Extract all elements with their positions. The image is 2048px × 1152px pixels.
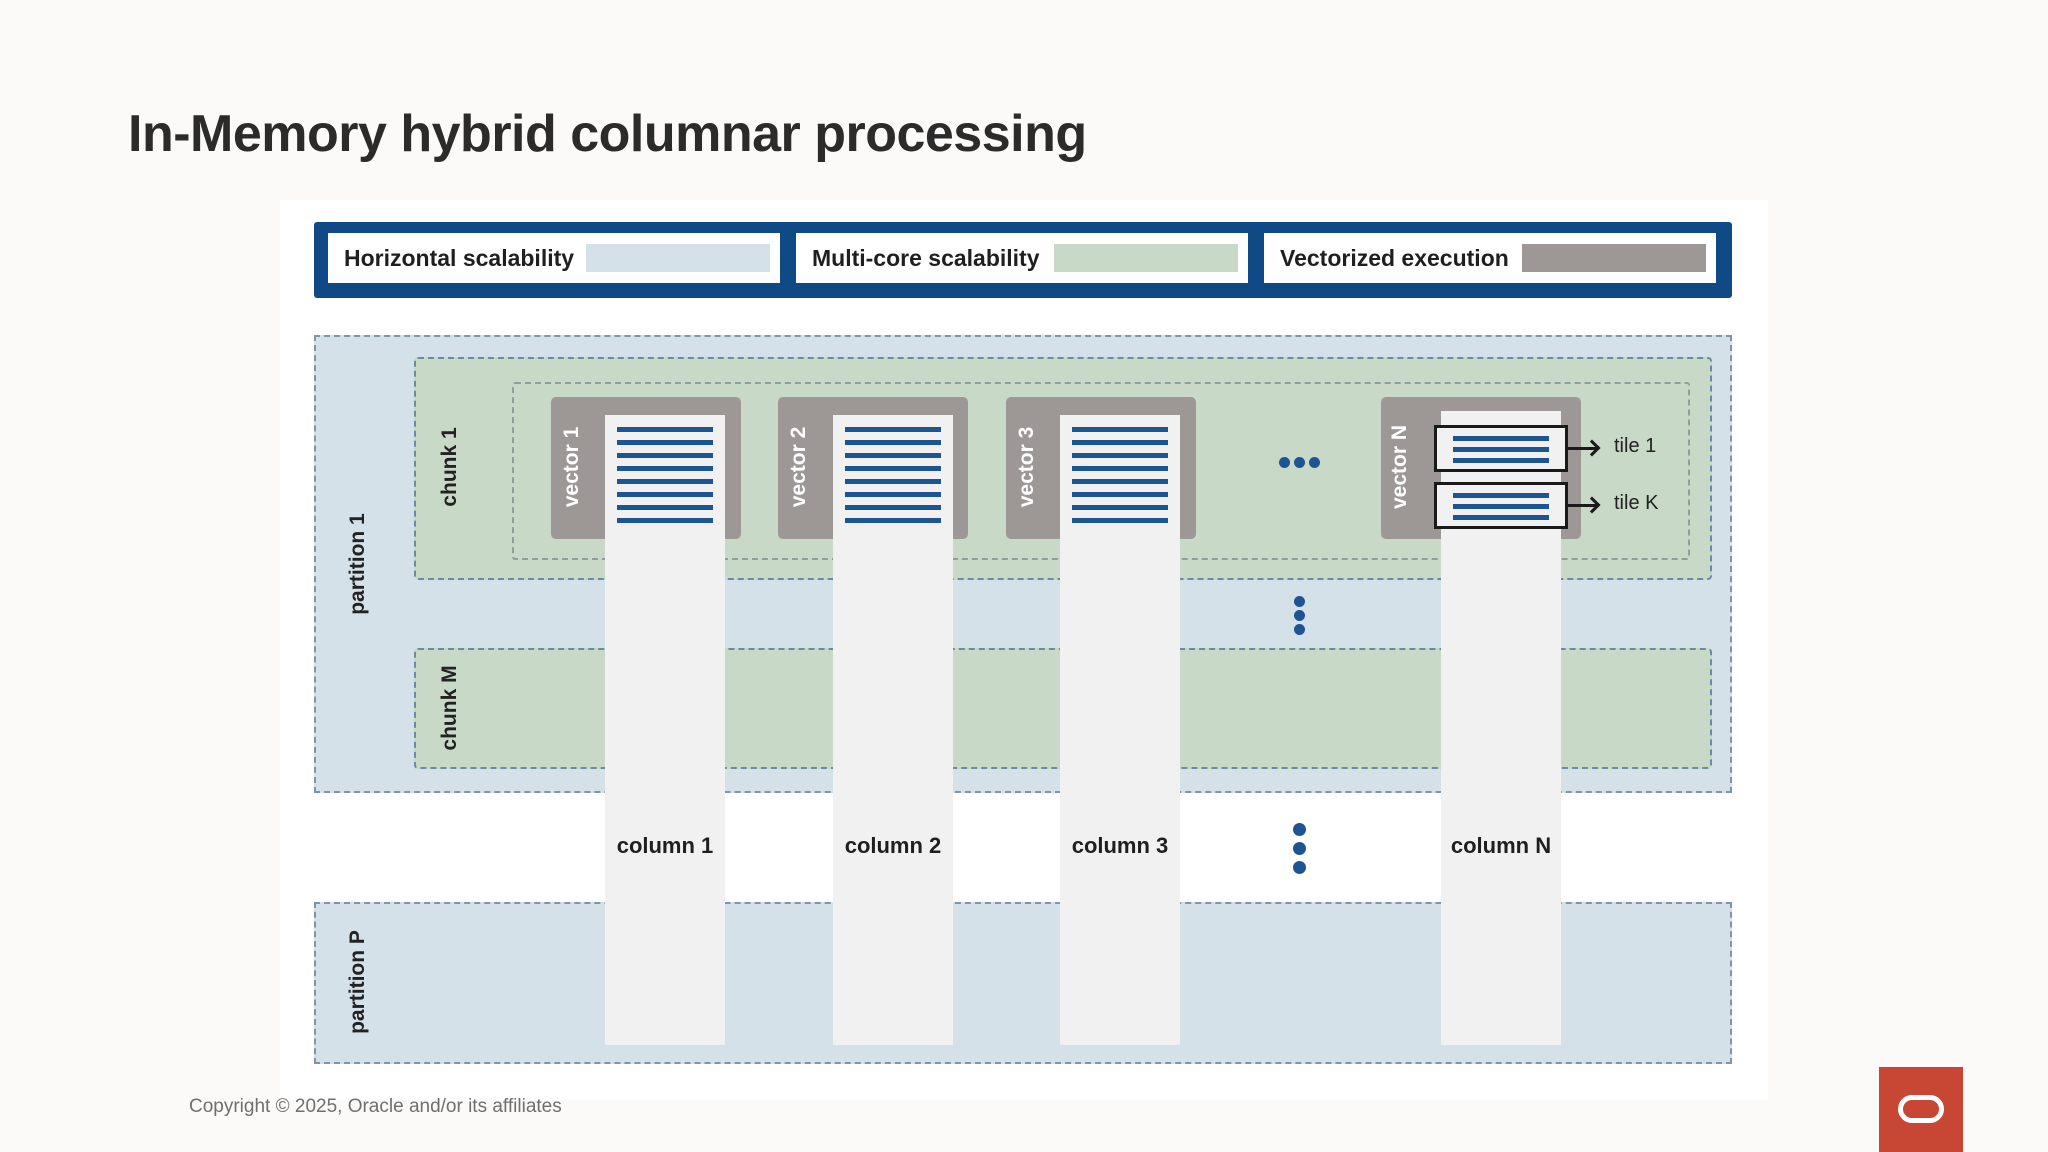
ellipsis-vertical-icon (1293, 823, 1307, 874)
legend-label: Vectorized execution (1280, 245, 1509, 271)
oracle-logo-icon (1879, 1067, 1963, 1152)
vector-label: vector 3 (1015, 426, 1038, 508)
tile-label: tile 1 (1614, 435, 1657, 457)
vector-2: vector 2 (778, 397, 968, 539)
legend-swatch-vectorized (1522, 244, 1706, 272)
legend-swatch-horizontal (586, 244, 770, 272)
vector-data-stripes (1060, 415, 1180, 539)
legend-label: Multi-core scalability (812, 245, 1040, 271)
column-label: column 1 (616, 833, 714, 858)
page-title: In-Memory hybrid columnar processing (128, 105, 1087, 163)
vector-label: vector 2 (787, 426, 810, 508)
chunk-label: chunk M (438, 665, 461, 751)
tile-label: tile K (1614, 492, 1659, 514)
legend-item-multicore: Multi-core scalability (796, 233, 1248, 283)
legend-label: Horizontal scalability (344, 245, 575, 271)
column-label: column N (1450, 833, 1552, 858)
partition-label: partition 1 (346, 513, 369, 615)
ellipsis-vertical-icon (1294, 596, 1306, 636)
partition-label: partition P (346, 930, 369, 1034)
ellipsis-dots-icon (1279, 457, 1323, 469)
copyright-text: Copyright © 2025, Oracle and/or its affi… (189, 1096, 562, 1117)
chunk-label: chunk 1 (438, 427, 461, 507)
vector-label: vector N (1388, 424, 1411, 510)
vector-label: vector 1 (560, 426, 583, 508)
arrow-right-icon (1568, 447, 1598, 450)
hybrid-columnar-diagram: Horizontal scalability Multi-core scalab… (280, 200, 1768, 1100)
column-label: column 3 (1071, 833, 1169, 858)
legend-item-vectorized: Vectorized execution (1264, 233, 1716, 283)
tile-1 (1434, 425, 1568, 472)
legend: Horizontal scalability Multi-core scalab… (314, 222, 1732, 298)
vector-1: vector 1 (551, 397, 741, 539)
arrow-right-icon (1568, 504, 1598, 507)
vector-3: vector 3 (1006, 397, 1196, 539)
legend-item-horizontal: Horizontal scalability (328, 233, 780, 283)
vector-data-stripes (605, 415, 725, 539)
legend-swatch-multicore (1054, 244, 1238, 272)
tile-k (1434, 482, 1568, 529)
column-label: column 2 (844, 833, 942, 858)
vector-data-stripes (833, 415, 953, 539)
